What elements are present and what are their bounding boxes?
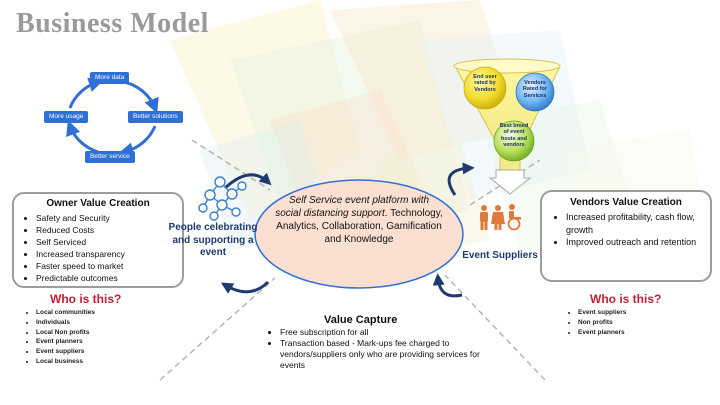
page-title: Business Model (16, 8, 209, 39)
owner-who-list: Local communities Individuals Local Non … (24, 308, 95, 367)
owner-who-title: Who is this? (50, 292, 122, 306)
suppliers-label: Event Suppliers (462, 250, 538, 261)
funnel-bubble-left-text: End user rated by Vendors (473, 74, 497, 93)
funnel-bubble-bottom-text: Best breed of event hosts and vendors (499, 123, 529, 148)
list-item: Increased transparency (36, 248, 176, 260)
value-capture-title: Value Capture (324, 314, 398, 326)
owner-value-list: Safety and Security Reduced Costs Self S… (20, 212, 176, 284)
list-item: Event planners (578, 328, 626, 338)
center-platform-text: Self Service event platform with social … (275, 194, 443, 246)
center-rest-text: . Technology, Analytics, Collaboration, … (276, 208, 443, 245)
list-item: Transaction based - Mark-ups fee charged… (280, 338, 490, 371)
funnel-bubble-blue (515, 72, 555, 112)
cycle-label-better-service: Better service (85, 151, 135, 163)
list-item: Individuals (36, 318, 95, 328)
vendors-value-box: Vendors Value Creation Increased profita… (540, 190, 712, 282)
list-item: Event suppliers (36, 347, 95, 357)
list-item: Self Serviced (36, 236, 176, 248)
list-item: Local Non profits (36, 328, 95, 338)
list-item: Event suppliers (578, 308, 626, 318)
cycle-label-more-data: More data (90, 72, 130, 84)
list-item: Predictable outcomes (36, 272, 176, 284)
funnel-graphic (453, 58, 561, 195)
vendors-who-list: Event suppliers Non profits Event planne… (566, 308, 626, 337)
list-item: Faster speed to market (36, 260, 176, 272)
vendors-value-list: Increased profitability, cash flow, grow… (550, 211, 702, 249)
list-item: Safety and Security (36, 212, 176, 224)
funnel-bubble-green (493, 120, 535, 162)
list-item: Non profits (578, 318, 626, 328)
list-item: Improved outreach and retention (566, 236, 702, 249)
center-italic-text: Self Service event platform with social … (275, 195, 430, 219)
cycle-label-better-solutions: Better solutions (128, 111, 183, 123)
list-item: Local communities (36, 308, 95, 318)
owner-value-box: Owner Value Creation Safety and Security… (12, 192, 184, 288)
owner-value-title: Owner Value Creation (46, 198, 150, 209)
funnel-bubble-yellow (463, 66, 507, 110)
list-item: Free subscription for all (280, 327, 490, 338)
list-item: Reduced Costs (36, 224, 176, 236)
flow-arrows (220, 162, 475, 298)
suppliers-icon (480, 204, 521, 231)
people-label: People celebrating and supporting a even… (168, 222, 258, 258)
vendors-who-title: Who is this? (590, 292, 662, 306)
people-network-icon (198, 176, 247, 221)
list-item: Event planners (36, 337, 95, 347)
list-item: Increased profitability, cash flow, grow… (566, 211, 702, 236)
value-capture-list: Free subscription for all Transaction ba… (268, 327, 490, 371)
center-ellipse (254, 179, 464, 289)
cycle-label-more-usage: More usage (44, 111, 89, 123)
vendors-value-title: Vendors Value Creation (570, 197, 682, 208)
funnel-bubble-right-text: Vendors Rated for Services (522, 80, 548, 99)
list-item: Local business (36, 357, 95, 367)
